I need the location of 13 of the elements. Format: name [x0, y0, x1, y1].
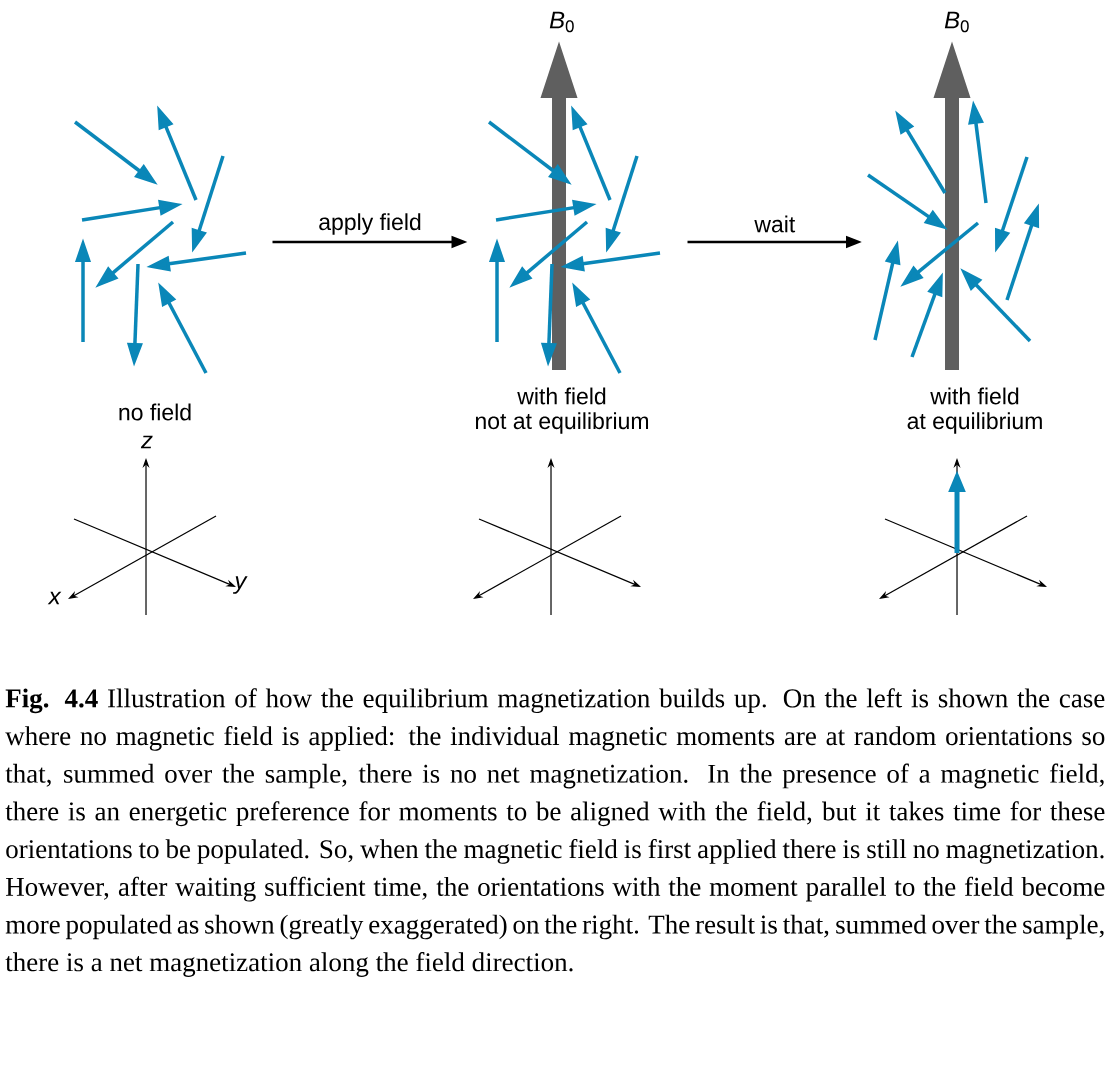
- axis-label: z: [140, 435, 153, 449]
- panel-caption: with field: [517, 387, 606, 405]
- axis-label: B$_{0}$: [944, 11, 969, 33]
- caption: Fig. 4.4 Illustration of how the equilibrium magnetization builds up. On the left is shown the case where no magnetic field is applied: the individual magnetic moments are at random orientations so that, summed over the sample, there is no net magnetization. In the presence of a magnetic field, there is an energetic preference for moments to be aligned with the field, but it takes time for these orientations to be populated. So, when the magnetic field is first applied there is still no magnetization. However, after waiting sufficient time, the orientations with the moment parallel to the field become more populated as shown (greatly exaggerated) on the right. The result is that, summed over the sample, there is a net magnetization along the field direction.: [5, 688, 1105, 977]
- axis-label: y: [233, 576, 248, 594]
- panel-caption: with field: [930, 387, 1019, 405]
- axis-label: B$_{0}$: [549, 11, 574, 33]
- edge-label: apply field: [317, 212, 423, 236]
- panel-caption: not at equilibrium: [475, 412, 648, 434]
- edge-label: wait: [753, 214, 797, 234]
- panel-caption: no field: [119, 403, 191, 421]
- axis-label: x: [47, 591, 62, 605]
- panel-caption: at equilibrium: [907, 412, 1042, 434]
